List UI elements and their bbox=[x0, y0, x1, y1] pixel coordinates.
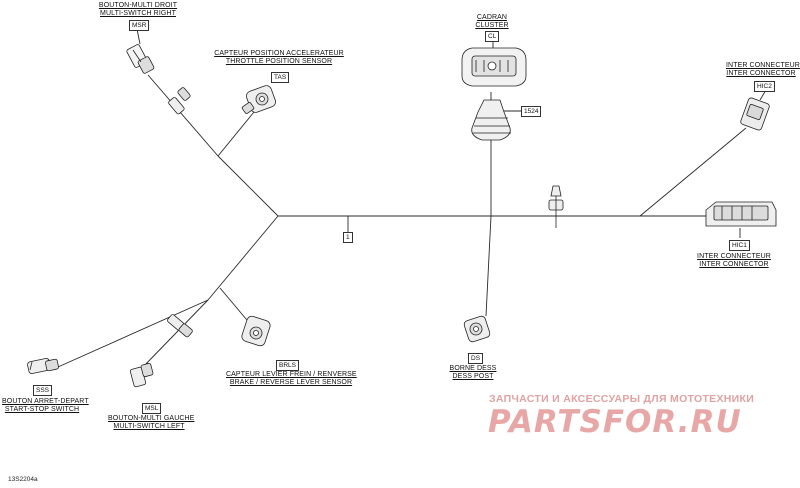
dess-post-icon bbox=[463, 315, 491, 343]
wire-to-sss bbox=[57, 299, 209, 368]
ds-tag: DS bbox=[468, 353, 484, 364]
tps-label-fr: CAPTEUR POSITION ACCELERATEUR bbox=[214, 50, 344, 57]
cluster-label-fr: CADRAN bbox=[476, 14, 508, 21]
throttle-position-sensor-icon bbox=[241, 85, 276, 114]
hic2-tag: HIC2 bbox=[754, 81, 775, 92]
trunk-fuse-icon bbox=[548, 185, 564, 228]
sss-tag: SSS bbox=[33, 385, 53, 396]
sss-label: BOUTON ARRET-DEPART START-STOP SWITCH bbox=[2, 398, 89, 414]
harness-callout: 1 bbox=[343, 232, 353, 243]
tps-label: CAPTEUR POSITION ACCELERATEUR THROTTLE P… bbox=[214, 50, 344, 66]
msr-label-en: MULTI-SWITCH RIGHT bbox=[100, 10, 176, 17]
ds-label-en: DESS POST bbox=[452, 373, 494, 380]
msr-label-fr: BOUTON-MULTI DROIT bbox=[98, 2, 178, 9]
brls-label-en: BRAKE / REVERSE LEVER SENSOR bbox=[229, 379, 353, 386]
brls-label-fr: CAPTEUR LEVIER FREIN / RENVERSE bbox=[226, 371, 357, 378]
figure-id: 13S2204a bbox=[8, 476, 38, 483]
start-stop-switch-icon bbox=[27, 358, 59, 374]
sss-label-fr: BOUTON ARRET-DEPART bbox=[2, 398, 89, 405]
boot-callout: 1524 bbox=[521, 106, 542, 117]
hic2-label-en: INTER CONNECTOR bbox=[726, 70, 796, 77]
wire-to-hic2 bbox=[639, 127, 747, 217]
watermark-tagline: ЗАПЧАСТИ И АКСЕССУАРЫ ДЛЯ МОТОТЕХНИКИ bbox=[489, 393, 755, 405]
sss-label-en: START-STOP SWITCH bbox=[4, 406, 80, 413]
tps-tag: TAS bbox=[271, 72, 290, 83]
msr-label: BOUTON-MULTI DROIT MULTI-SWITCH RIGHT bbox=[96, 2, 180, 18]
msr-connector-icon bbox=[126, 44, 155, 74]
brls-label: CAPTEUR LEVIER FREIN / RENVERSE BRAKE / … bbox=[226, 371, 357, 387]
ds-label: BORNE DESS DESS POST bbox=[448, 365, 498, 381]
cluster-label: CADRAN CLUSTER bbox=[470, 14, 514, 30]
watermark-logo: PARTSFOR.RU bbox=[488, 404, 742, 440]
hic1-tag: HIC1 bbox=[729, 240, 750, 251]
hic1-label: INTER CONNECTEUR INTER CONNECTOR bbox=[696, 253, 772, 269]
inline-plug-upper-icon bbox=[168, 87, 191, 115]
msl-label: BOUTON-MULTI GAUCHE MULTI-SWITCH LEFT bbox=[108, 415, 195, 431]
hic2-connector-icon bbox=[740, 97, 770, 131]
ds-label-fr: BORNE DESS bbox=[449, 365, 497, 372]
wire-upper-branch bbox=[217, 155, 279, 217]
cluster-label-en: CLUSTER bbox=[475, 22, 509, 29]
cluster-tag: CL bbox=[485, 31, 500, 42]
wire-to-msr bbox=[147, 74, 219, 157]
hic2-label-fr: INTER CONNECTEUR bbox=[726, 62, 800, 69]
rubber-boot-icon bbox=[471, 99, 511, 141]
hic1-label-fr: INTER CONNECTEUR bbox=[697, 253, 771, 260]
msl-label-en: MULTI-SWITCH LEFT bbox=[113, 423, 185, 430]
harness-wires bbox=[57, 28, 767, 369]
cluster-icon bbox=[461, 47, 527, 87]
brls-tag: BRLS bbox=[276, 360, 299, 371]
wire-to-msl bbox=[141, 299, 209, 369]
msl-label-fr: BOUTON-MULTI GAUCHE bbox=[108, 415, 195, 422]
msl-connector-icon bbox=[129, 362, 154, 388]
hic1-connector-icon bbox=[705, 201, 777, 227]
msl-tag: MSL bbox=[142, 403, 162, 414]
wire-to-dess-post bbox=[485, 215, 492, 317]
tag-leader-msr bbox=[136, 28, 141, 45]
hic1-label-en: INTER CONNECTOR bbox=[699, 261, 769, 268]
wire-to-tps bbox=[217, 111, 255, 157]
hic2-label: INTER CONNECTEUR INTER CONNECTOR bbox=[726, 62, 800, 78]
inline-plug-lower-icon bbox=[167, 314, 193, 338]
brake-reverse-sensor-icon bbox=[241, 315, 271, 347]
wire-lower-branch bbox=[207, 215, 279, 301]
msr-tag: MSR bbox=[129, 20, 150, 31]
tps-label-en: THROTTLE POSITION SENSOR bbox=[225, 58, 333, 65]
